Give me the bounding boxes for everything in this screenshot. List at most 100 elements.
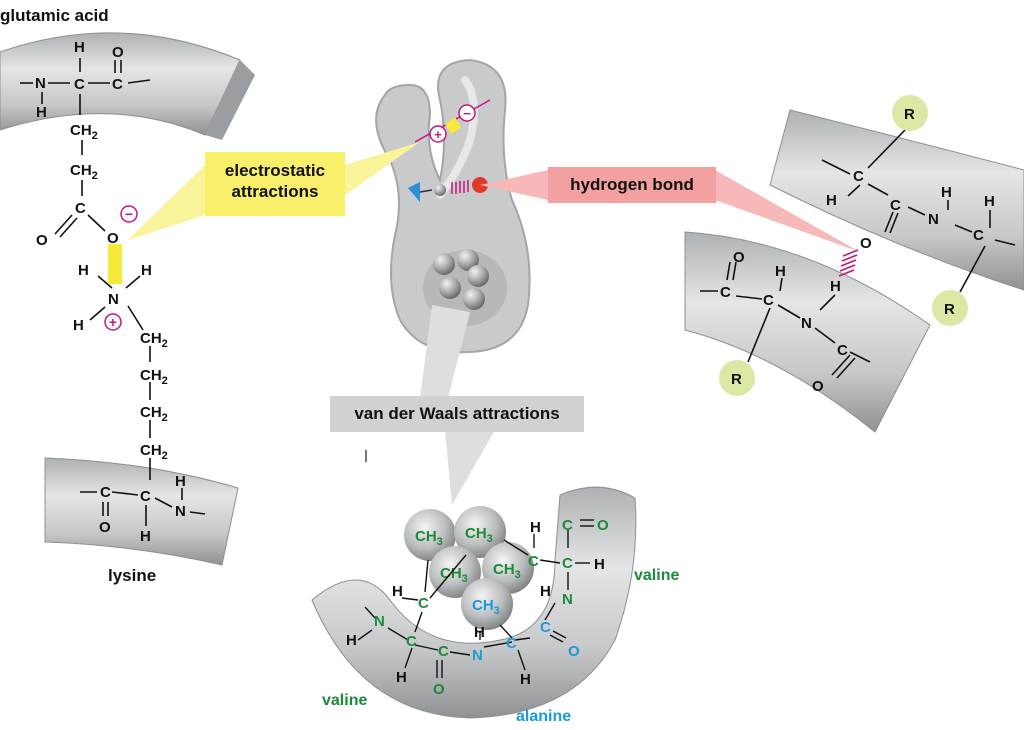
svg-text:+: + [109,314,117,330]
atom-H: H [140,528,151,545]
atom-O: O [107,230,119,247]
pocket-bonds [357,519,594,678]
folded-protein-cartoon [375,58,531,354]
atom-O: O [812,378,824,395]
lysine-atom-labels: C C O H H N [99,473,186,545]
svg-text:C: C [528,553,539,570]
atom-O: O [99,519,111,536]
electrostatic-pointer-left [128,165,205,240]
lysine-label: lysine [108,566,157,585]
vdw-label: van der Waals attractions [354,404,560,423]
svg-text:R: R [731,371,742,388]
svg-text:N: N [374,613,385,630]
svg-text:O: O [597,517,609,534]
right-atom-labels: C H C N H C H O H O C H C N C O [720,168,995,395]
valine-left-atoms: C O C H C H N H [346,583,449,698]
svg-text:−: − [125,206,133,222]
svg-text:N: N [562,591,573,608]
atom-H: H [73,317,84,334]
positive-charge-icon: + [104,313,122,331]
glutamic-acid-backbone [0,32,255,140]
electrostatic-line2: attractions [231,182,319,201]
glutamic-acid-label: glutamic acid [0,6,109,25]
lower-strand [684,231,931,433]
atom-O: O [36,232,48,249]
svg-text:O: O [433,681,445,698]
r-group-icons: R R R [719,95,968,396]
atom-N: N [801,315,812,332]
svg-text:H: H [540,583,551,600]
lysine-atoms [80,488,206,526]
atom-C: C [75,200,86,217]
hydrogen-bond-label: hydrogen bond [570,175,694,194]
vdw-pointer-bottom [445,430,495,505]
svg-text:C: C [562,517,573,534]
atom-C: C [140,488,151,505]
svg-text:H: H [594,556,605,573]
svg-text:CH3: CH3 [472,597,500,617]
atom-H: H [826,192,837,209]
atom-O: O [733,249,745,266]
svg-text:C: C [406,633,417,650]
atom-H: H [175,473,186,490]
alanine-atoms: C H N H [472,624,531,688]
svg-text:CH3: CH3 [465,525,493,545]
atom-H: H [830,278,841,295]
atom-H: H [74,39,85,56]
electrostatic-pointer-right [345,142,420,195]
vdw-callout: van der Waals attractions [330,396,584,432]
svg-text:H: H [530,519,541,536]
valine-right-label: valine [634,567,680,584]
hydrogen-bond-pointer-left [480,170,548,200]
svg-text:H: H [520,671,531,688]
atom-C: C [973,227,984,244]
salt-bridge-bar [108,244,122,284]
atom-O: O [112,44,124,61]
glutamic-acid-atom-labels: N H C C O H CH2 CH2 C O O H H N H CH2 CH… [35,39,168,462]
svg-text:H: H [346,632,357,649]
pocket-backbone [311,486,637,719]
atom-H: H [36,104,47,121]
ch2-label: CH2 [70,162,98,182]
svg-text:−: − [463,106,471,121]
valine-right-atoms: H C C C O H H N C O [528,517,609,660]
electrostatic-line1: electrostatic [224,161,326,180]
right-atom-bonds [700,129,1016,379]
alanine-label: alanine [516,708,572,725]
electrostatic-callout: electrostatic attractions [205,152,345,216]
atom-C: C [890,197,901,214]
svg-text:C: C [506,635,517,652]
negative-charge-icon: − [120,205,138,223]
vdw-pointer-top [420,305,470,398]
svg-text:CH3: CH3 [415,528,443,548]
hydrogen-bond-callout: hydrogen bond [548,167,716,203]
atom-H: H [141,262,152,279]
atom-C: C [74,76,85,93]
ch2-label: CH2 [140,367,168,387]
svg-text:C: C [562,555,573,572]
atom-C: C [837,342,848,359]
atom-N: N [35,75,46,92]
svg-text:H: H [474,624,485,641]
atom-H: H [984,193,995,210]
cartoon-ionic-bond: + − [414,99,491,143]
valine-left-label: valine [322,692,368,709]
atom-C: C [720,284,731,301]
cartoon-hydrogen-bond [408,177,488,202]
svg-text:O: O [568,643,580,660]
svg-text:H: H [392,583,403,600]
atom-H: H [941,184,952,201]
ch3-labels: CH3 CH3 CH3 CH3 CH3 [415,525,521,617]
atom-H: H [78,262,89,279]
atom-N: N [928,211,939,228]
atom-O: O [860,235,872,252]
svg-text:R: R [904,106,915,123]
right-hydrogen-bond-dashes [838,249,859,277]
hydrogen-bond-pointer-right [715,170,860,252]
atom-C: C [763,292,774,309]
atom-N: N [175,503,186,520]
svg-text:N: N [472,647,483,664]
ch3-spheres [404,506,534,630]
svg-text:C: C [438,643,449,660]
